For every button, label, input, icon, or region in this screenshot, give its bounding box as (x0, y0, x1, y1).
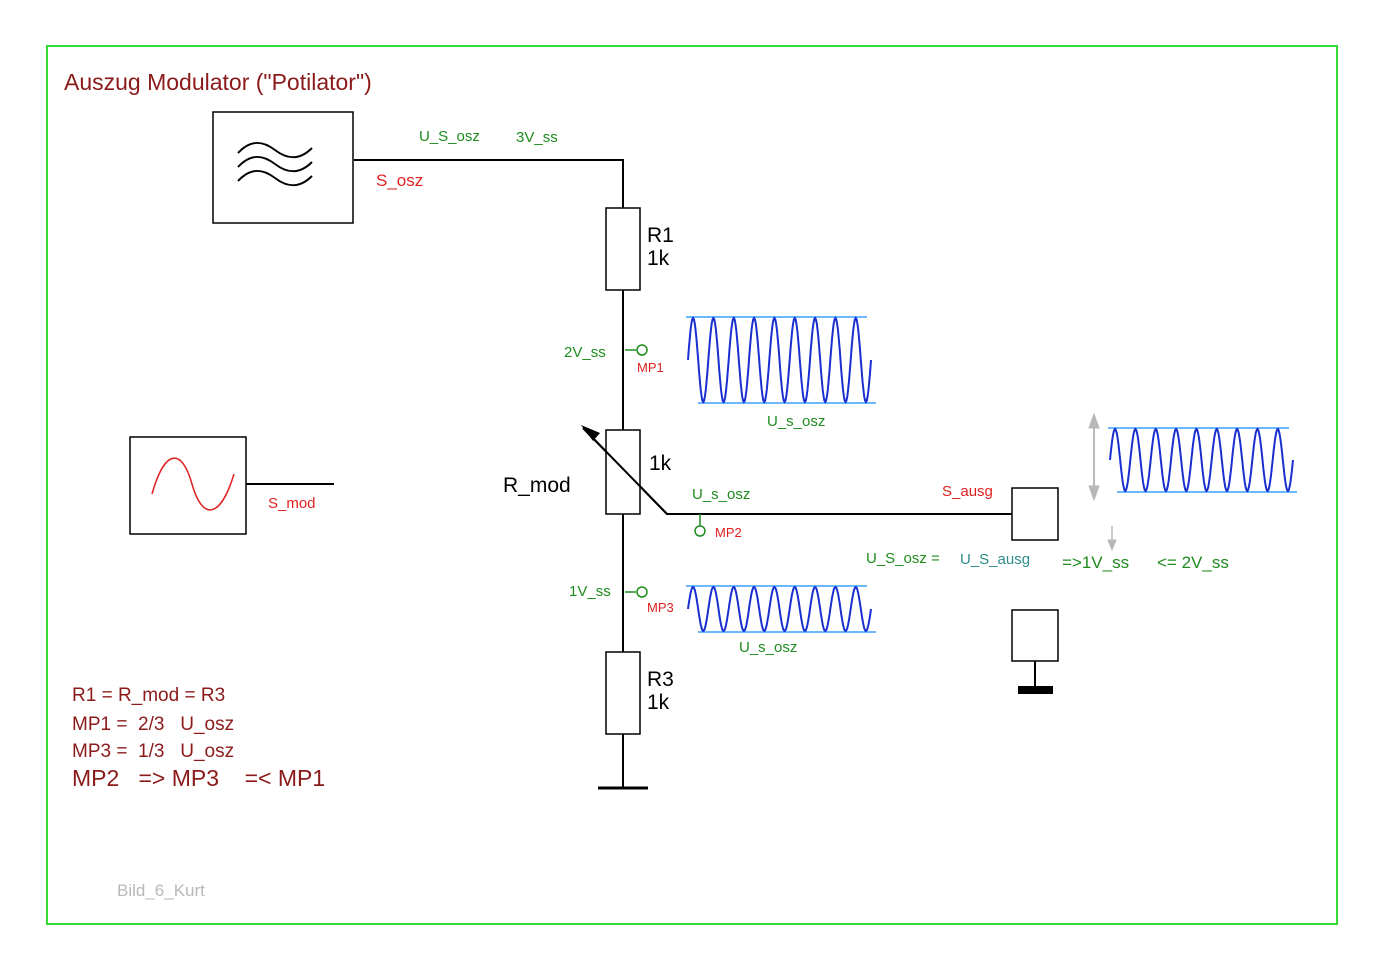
note-line-1: R1 = R_mod = R3 (72, 685, 225, 706)
label-u-s-osz-eq: U_S_osz = (866, 550, 940, 567)
measure-point-mp3 (636, 586, 648, 598)
label-r-mod-name: R_mod (503, 474, 571, 497)
label-r3-name: R3 (647, 668, 674, 691)
measure-point-mp2 (694, 525, 706, 537)
output-block (1011, 487, 1059, 541)
label-s-osz: S_osz (376, 171, 423, 190)
label-r1-value: 1k (647, 247, 670, 270)
summary-relation: MP2 => MP3 =< MP1 (72, 765, 325, 791)
oscillator-block (212, 111, 354, 224)
label-mp3: MP3 (647, 600, 674, 615)
measure-point-mp1 (636, 344, 648, 356)
label-u-s-osz-mp1: U_s_osz (767, 413, 825, 430)
modulator-block (129, 436, 247, 535)
resistor-r1 (605, 207, 641, 291)
amplitude-indicator (1088, 412, 1117, 552)
diagram-frame (46, 45, 1338, 925)
label-result-2v: <= 2V_ss (1157, 553, 1229, 572)
resistor-r-mod (605, 429, 641, 515)
wiper-arrow-icon (581, 425, 600, 441)
label-r3-value: 1k (647, 691, 670, 714)
sine-generator-icon (151, 457, 235, 511)
ground-symbol (1018, 686, 1053, 694)
label-1v-ss: 1V_ss (569, 583, 611, 600)
waveform-mp1 (686, 316, 876, 404)
label-mp1: MP1 (637, 360, 664, 375)
label-u-s-osz-mp3: U_s_osz (739, 639, 797, 656)
label-r1-name: R1 (647, 224, 674, 247)
multi-sine-generator-icon (237, 141, 313, 187)
diagram-title: Auszug Modulator ("Potilator") (64, 69, 372, 95)
waveform-mp3 (686, 585, 876, 633)
ground-block (1011, 609, 1059, 694)
label-u-s-ausg: U_S_ausg (960, 551, 1030, 568)
label-s-mod: S_mod (268, 495, 316, 512)
caption: Bild_6_Kurt (117, 881, 205, 900)
wiper-line (585, 430, 668, 515)
note-line-2: MP1 = 2/3 U_osz (72, 714, 234, 735)
waveform-output (1108, 427, 1297, 493)
label-result-1v: =>1V_ss (1062, 553, 1129, 572)
note-line-3: MP3 = 1/3 U_osz (72, 741, 234, 762)
label-3v-ss: 3V_ss (516, 129, 558, 146)
label-u-s-osz-wiper: U_s_osz (692, 486, 750, 503)
label-mp2: MP2 (715, 525, 742, 540)
label-2v-ss: 2V_ss (564, 344, 606, 361)
label-s-ausg: S_ausg (942, 483, 993, 500)
resistor-r3 (605, 651, 641, 735)
label-r-mod-value: 1k (649, 452, 672, 475)
label-u-s-osz-top: U_S_osz (419, 128, 480, 145)
